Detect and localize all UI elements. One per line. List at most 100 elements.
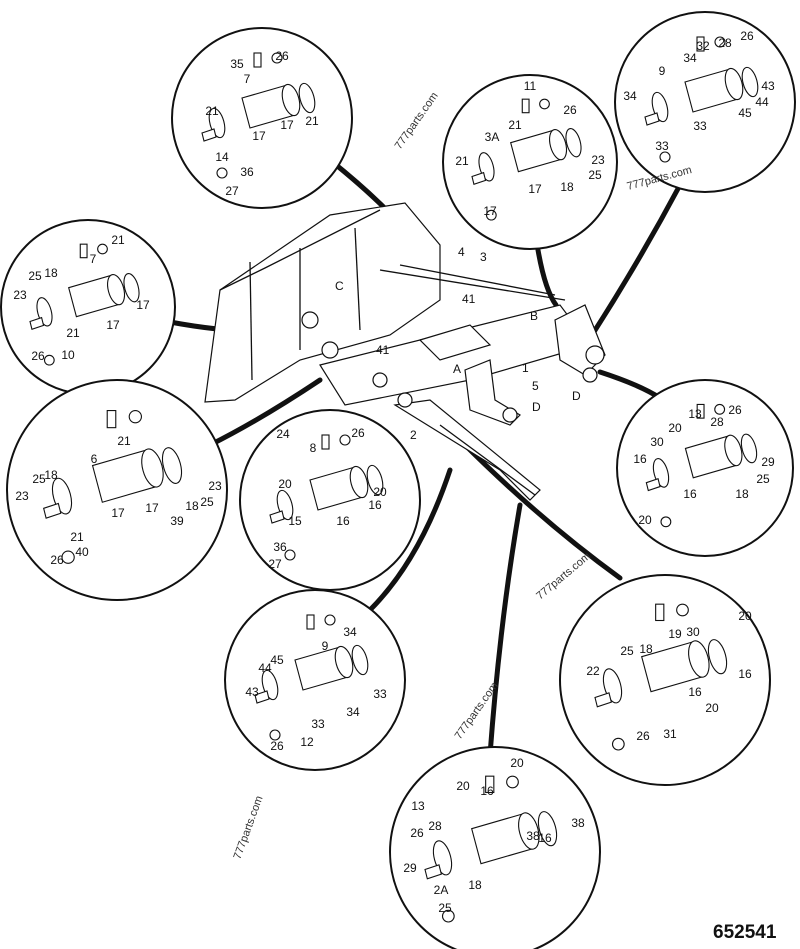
part-number-label: 17 bbox=[483, 204, 497, 218]
frame-label-41a: 41 bbox=[462, 292, 476, 306]
frame-label-2: 2 bbox=[410, 428, 417, 442]
part-number-label: 20 bbox=[705, 701, 719, 715]
part-number-label: 30 bbox=[686, 625, 700, 639]
part-number-label: 7 bbox=[90, 252, 97, 266]
part-number-label: 44 bbox=[755, 95, 769, 109]
exploded-pin-parts bbox=[269, 434, 384, 561]
part-number-label: 13 bbox=[411, 799, 425, 813]
watermark-3: 777parts.com bbox=[534, 550, 593, 602]
part-number-label: 3A bbox=[485, 130, 500, 144]
part-number-label: 43 bbox=[761, 79, 775, 93]
exploded-pin-parts bbox=[645, 403, 758, 528]
part-number-label: 26 bbox=[275, 49, 289, 63]
part-number-label: 27 bbox=[268, 557, 282, 571]
part-number-label: 16 bbox=[538, 831, 552, 845]
part-number-label: 28 bbox=[718, 36, 732, 50]
part-number-label: 21 bbox=[305, 114, 319, 128]
drawing-number: 652541 bbox=[713, 922, 777, 943]
part-number-label: 7 bbox=[244, 72, 251, 86]
frame-label-c: C bbox=[335, 279, 344, 293]
part-number-label: 26 bbox=[31, 349, 45, 363]
part-number-label: 25 bbox=[588, 168, 602, 182]
part-number-label: 26 bbox=[636, 729, 650, 743]
part-number-label: 33 bbox=[693, 119, 707, 133]
part-number-label: 23 bbox=[15, 489, 29, 503]
part-number-label: 28 bbox=[428, 819, 442, 833]
part-number-label: 18 bbox=[185, 499, 199, 513]
part-number-label: 17 bbox=[136, 298, 150, 312]
part-number-label: 31 bbox=[663, 727, 677, 741]
part-number-label: 38 bbox=[571, 816, 585, 830]
part-number-label: 26 bbox=[728, 403, 742, 417]
exploded-pin-parts bbox=[594, 603, 728, 751]
watermark-1: 777parts.com bbox=[393, 90, 441, 151]
part-number-label: 18 bbox=[560, 180, 574, 194]
part-number-label: 26 bbox=[351, 426, 365, 440]
part-number-label: 20 bbox=[668, 421, 682, 435]
part-number-label: 20 bbox=[638, 513, 652, 527]
part-number-label: 29 bbox=[403, 861, 417, 875]
part-number-label: 17 bbox=[528, 182, 542, 196]
loader-bucket-frame bbox=[204, 202, 606, 501]
part-number-label: 26 bbox=[270, 739, 284, 753]
part-number-label: 23 bbox=[591, 153, 605, 167]
exploded-pin-parts bbox=[424, 775, 558, 923]
part-number-label: 20 bbox=[510, 756, 524, 770]
part-number-label: 8 bbox=[310, 441, 317, 455]
part-number-label: 21 bbox=[455, 154, 469, 168]
part-number-label: 25 bbox=[28, 269, 42, 283]
part-number-label: 30 bbox=[650, 435, 664, 449]
part-number-label: 16 bbox=[738, 667, 752, 681]
part-number-label: 20 bbox=[373, 485, 387, 499]
exploded-pin-parts bbox=[254, 614, 369, 741]
part-number-label: 24 bbox=[276, 427, 290, 441]
part-number-label: 21 bbox=[117, 434, 131, 448]
part-number-label: 25 bbox=[438, 901, 452, 915]
part-number-label: 14 bbox=[215, 150, 229, 164]
part-number-label: 26 bbox=[410, 826, 424, 840]
part-number-label: 16 bbox=[336, 514, 350, 528]
frame-label-4: 4 bbox=[458, 245, 465, 259]
part-number-label: 32 bbox=[696, 39, 710, 53]
part-number-label: 18 bbox=[639, 642, 653, 656]
part-number-label: 17 bbox=[106, 318, 120, 332]
part-number-label: 45 bbox=[738, 106, 752, 120]
part-number-label: 26 bbox=[563, 103, 577, 117]
part-number-label: 44 bbox=[258, 661, 272, 675]
exploded-pin-parts bbox=[29, 243, 140, 366]
part-number-label: 26 bbox=[50, 553, 64, 567]
watermark-5: 777parts.com bbox=[232, 794, 266, 861]
part-number-label: 21 bbox=[70, 530, 84, 544]
part-number-label: 27 bbox=[225, 184, 239, 198]
part-number-label: 22 bbox=[586, 664, 600, 678]
frame-label-1: 1 bbox=[522, 361, 529, 375]
part-number-label: 26 bbox=[740, 29, 754, 43]
part-number-label: 45 bbox=[270, 653, 284, 667]
part-number-label: 43 bbox=[245, 685, 259, 699]
part-number-label: 19 bbox=[668, 627, 682, 641]
part-number-label: 20 bbox=[456, 779, 470, 793]
frame-label-3: 3 bbox=[480, 250, 487, 264]
part-number-label: 20 bbox=[738, 609, 752, 623]
part-number-label: 10 bbox=[61, 348, 75, 362]
exploded-pin-parts bbox=[201, 52, 316, 179]
part-number-label: 16 bbox=[480, 784, 494, 798]
part-number-label: 23 bbox=[13, 288, 27, 302]
frame-label-5: 5 bbox=[532, 379, 539, 393]
frame-label-b: B bbox=[530, 309, 538, 323]
part-number-label: 23 bbox=[208, 479, 222, 493]
part-number-label: 6 bbox=[91, 452, 98, 466]
part-number-label: 33 bbox=[373, 687, 387, 701]
part-number-label: 20 bbox=[278, 477, 292, 491]
part-number-label: 18 bbox=[468, 878, 482, 892]
